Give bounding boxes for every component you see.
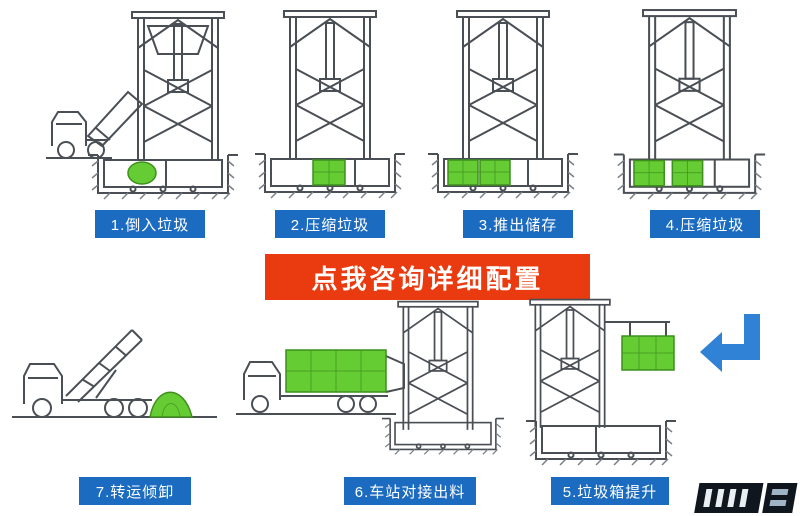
compressed-waste-blocks-icon	[633, 159, 704, 187]
underground-pit-icon	[382, 417, 504, 456]
transfer-station-tower-icon	[283, 10, 377, 159]
truck-waste-container-icon	[285, 349, 387, 393]
corner-watermark	[688, 480, 800, 516]
underground-pit-icon	[255, 153, 405, 199]
step5-diagram	[518, 296, 696, 470]
step7-label-text: 7.转运倾卸	[95, 483, 175, 501]
step1-label: 1.倒入垃圾	[95, 210, 205, 238]
step3-label: 3.推出储存	[463, 210, 573, 238]
transfer-station-tower-icon	[529, 298, 611, 428]
step1-diagram	[46, 8, 238, 208]
watermark-logo-icon	[694, 483, 798, 513]
step2-label: 2.压缩垃圾	[275, 210, 385, 238]
step6-diagram	[236, 298, 504, 468]
transfer-station-tower-icon	[642, 9, 737, 160]
step6-label-text: 6.车站对接出料	[354, 483, 466, 501]
consult-banner-text: 点我咨询详细配置	[311, 263, 544, 294]
step4-label: 4.压缩垃圾	[650, 210, 760, 238]
underground-pit-icon	[88, 154, 238, 200]
transfer-station-tower-icon	[131, 11, 225, 160]
underground-pit-icon	[526, 420, 676, 466]
underground-pit-icon	[428, 153, 578, 199]
waste-pile-icon	[127, 161, 157, 185]
step5-label: 5.垃圾箱提升	[551, 477, 669, 505]
consult-banner-button[interactable]: 点我咨询详细配置	[265, 254, 590, 300]
compressed-waste-block-icon	[312, 159, 346, 186]
step3-label-text: 3.推出储存	[478, 216, 558, 234]
dumped-waste-pile-icon	[149, 391, 193, 418]
stored-waste-blocks-icon	[447, 159, 511, 186]
step1-label-text: 1.倒入垃圾	[110, 216, 190, 234]
step5-label-text: 5.垃圾箱提升	[562, 483, 658, 501]
transfer-station-tower-icon	[397, 300, 479, 430]
transfer-station-tower-icon	[456, 10, 550, 159]
step3-diagram	[428, 6, 578, 208]
step4-label-text: 4.压缩垃圾	[665, 216, 745, 234]
flow-arrow-icon	[700, 314, 762, 378]
step7-diagram	[12, 296, 220, 468]
step2-diagram	[255, 6, 405, 208]
lifting-arm-icon	[605, 321, 670, 336]
dump-truck-icon	[46, 90, 144, 159]
lifted-waste-container-icon	[621, 335, 675, 371]
step4-diagram	[612, 6, 767, 208]
underground-pit-icon	[613, 153, 766, 200]
step6-label: 6.车站对接出料	[344, 477, 476, 505]
collection-truck-icon	[236, 355, 405, 415]
step7-label: 7.转运倾卸	[79, 477, 191, 505]
step2-label-text: 2.压缩垃圾	[290, 216, 370, 234]
